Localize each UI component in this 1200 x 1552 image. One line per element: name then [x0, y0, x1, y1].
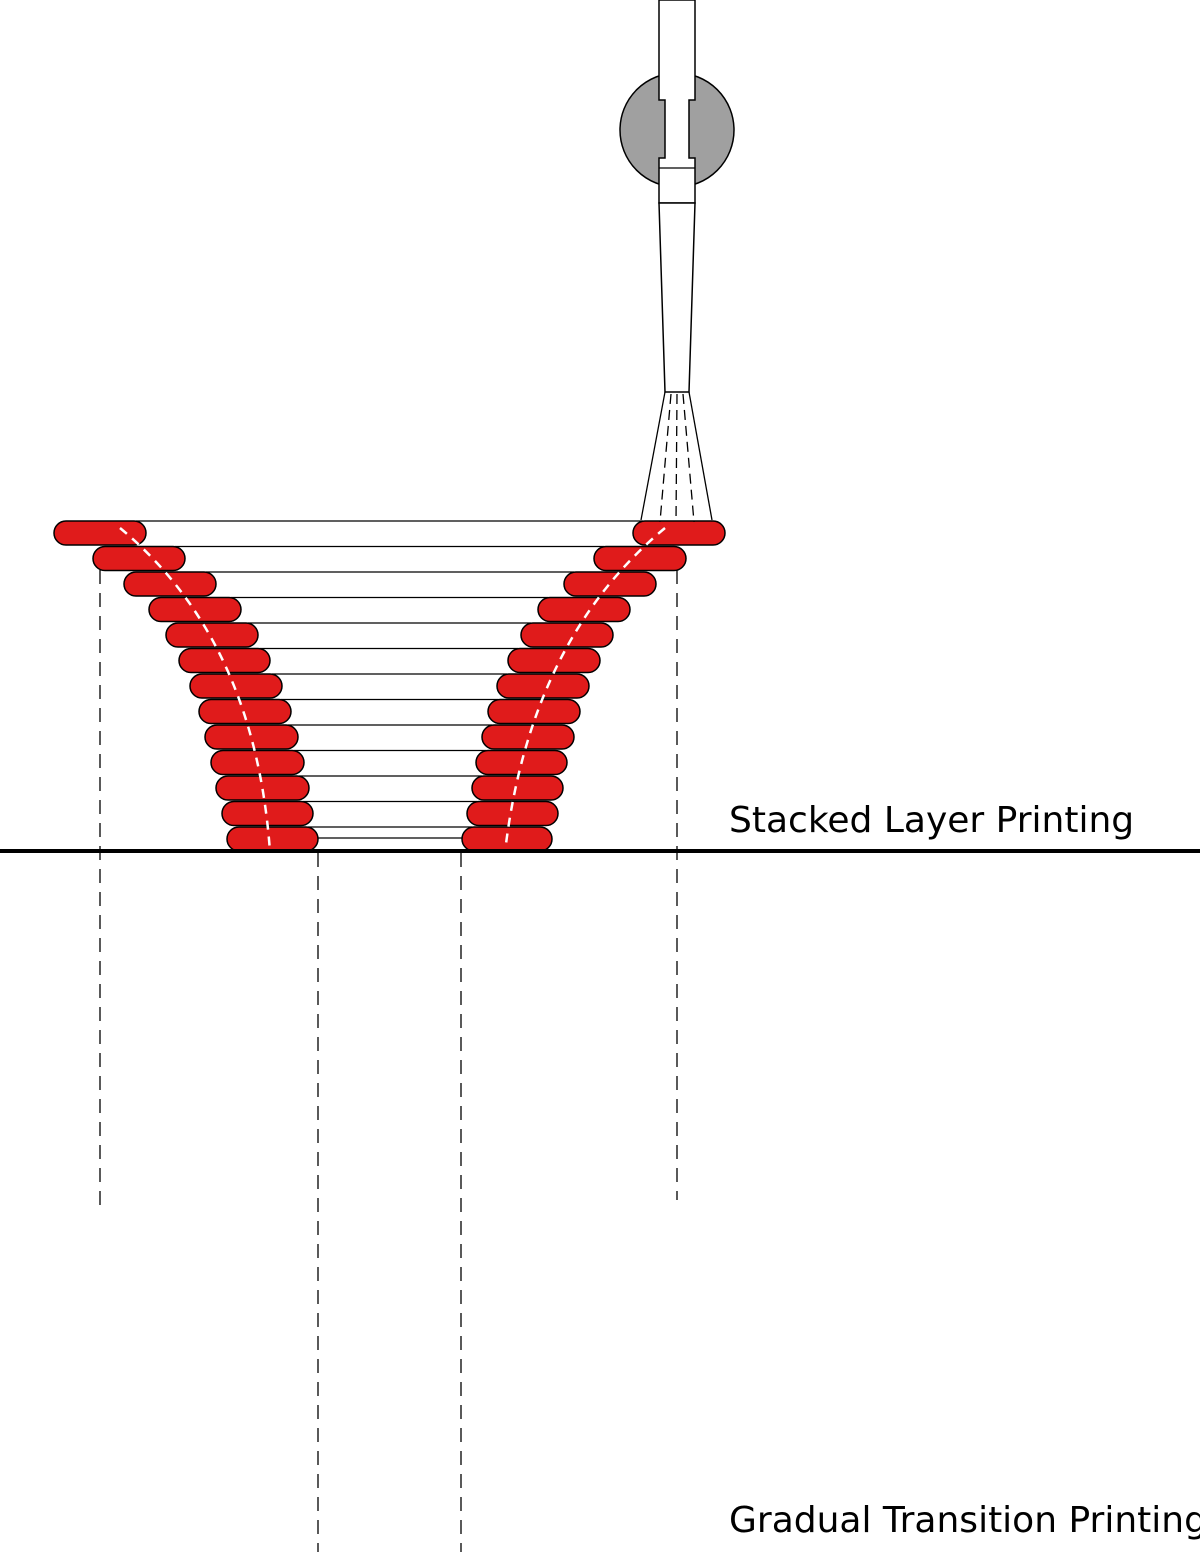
bead-right [520, 622, 614, 648]
left-wall-centerline [119, 527, 272, 853]
right-wall-beads [461, 520, 726, 852]
bead-right [632, 520, 726, 546]
bead-right [537, 596, 631, 623]
bead-left [215, 775, 310, 801]
bead-right [593, 545, 687, 572]
bead-right [507, 647, 601, 674]
bead-left [178, 647, 271, 674]
bead-left [189, 673, 283, 699]
bead-right [487, 698, 581, 725]
print-nozzle-icon [658, 0, 696, 204]
guide-lines [99, 570, 678, 1552]
material-spray-icon [640, 391, 713, 523]
nozzle-taper [658, 202, 696, 393]
bead-left [204, 724, 299, 750]
left-wall-beads [53, 520, 319, 852]
vertical-nozzle-assembly [619, 0, 735, 523]
bead-left [226, 826, 319, 852]
bead-left [148, 596, 242, 623]
bead-left [198, 698, 292, 725]
gradual-transition-label: Gradual Transition Printing [729, 1500, 1200, 1541]
bead-left [123, 571, 217, 597]
bead-left [165, 622, 259, 648]
bead-right [563, 571, 657, 597]
bead-right [466, 800, 559, 827]
bead-left [53, 520, 147, 546]
bead-left [92, 545, 186, 572]
stacked-layer-label: Stacked Layer Printing [729, 800, 1135, 841]
layer-connectors [136, 520, 643, 839]
bead-right [481, 724, 575, 750]
bead-right [471, 775, 564, 801]
